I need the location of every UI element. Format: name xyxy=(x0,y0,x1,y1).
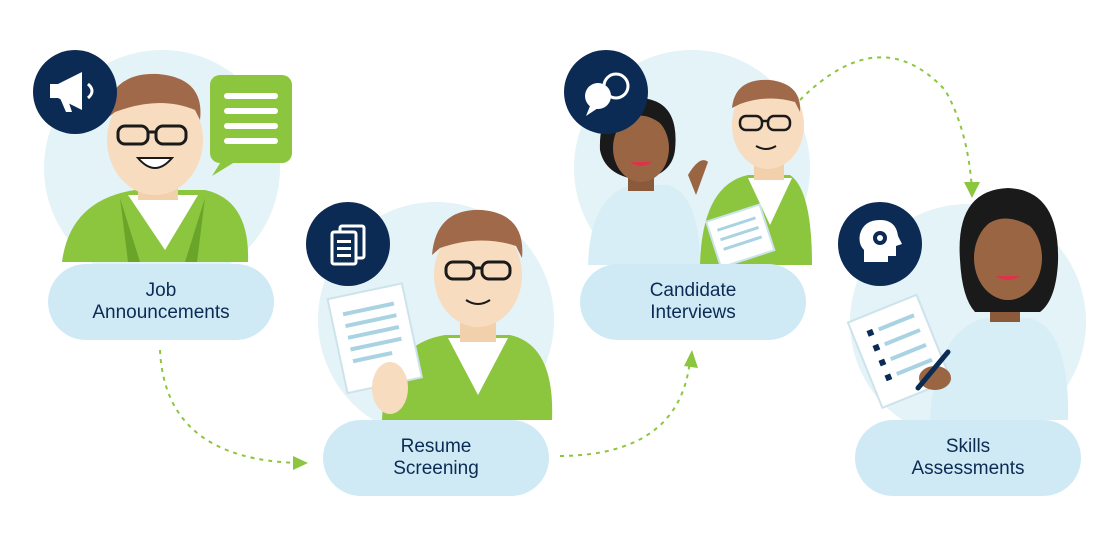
step-job-announcements: Job Announcements xyxy=(48,264,274,340)
arrow-2-to-3 xyxy=(559,359,691,457)
woman-assessment-illustration xyxy=(846,188,1069,420)
step-skills-assessments: Skills Assessments xyxy=(855,420,1081,496)
man-interviewee-illustration xyxy=(700,79,812,269)
step-resume-screening: Resume Screening xyxy=(323,420,549,496)
man-announcer-illustration xyxy=(62,73,249,262)
speech-bubble-icon xyxy=(210,75,292,176)
step-label: Skills Assessments xyxy=(911,436,1025,479)
step-label: Resume Screening xyxy=(393,436,479,479)
chat-bubbles-icon xyxy=(564,50,648,134)
step-label: Candidate Interviews xyxy=(649,280,737,323)
arrowhead-2 xyxy=(684,350,698,368)
megaphone-icon xyxy=(33,50,117,134)
step-candidate-interviews: Candidate Interviews xyxy=(580,264,806,340)
step-label: Job Announcements xyxy=(92,280,230,323)
arrowhead-1 xyxy=(293,456,308,470)
man-screener-illustration xyxy=(326,209,553,420)
arrow-1-to-2 xyxy=(159,349,301,464)
documents-icon xyxy=(306,202,390,286)
arrowhead-3 xyxy=(964,182,980,198)
arrow-heads xyxy=(293,182,980,470)
head-gear-icon xyxy=(838,202,922,286)
arrow-3-to-4 xyxy=(799,56,973,191)
connector-arrows xyxy=(159,56,973,464)
